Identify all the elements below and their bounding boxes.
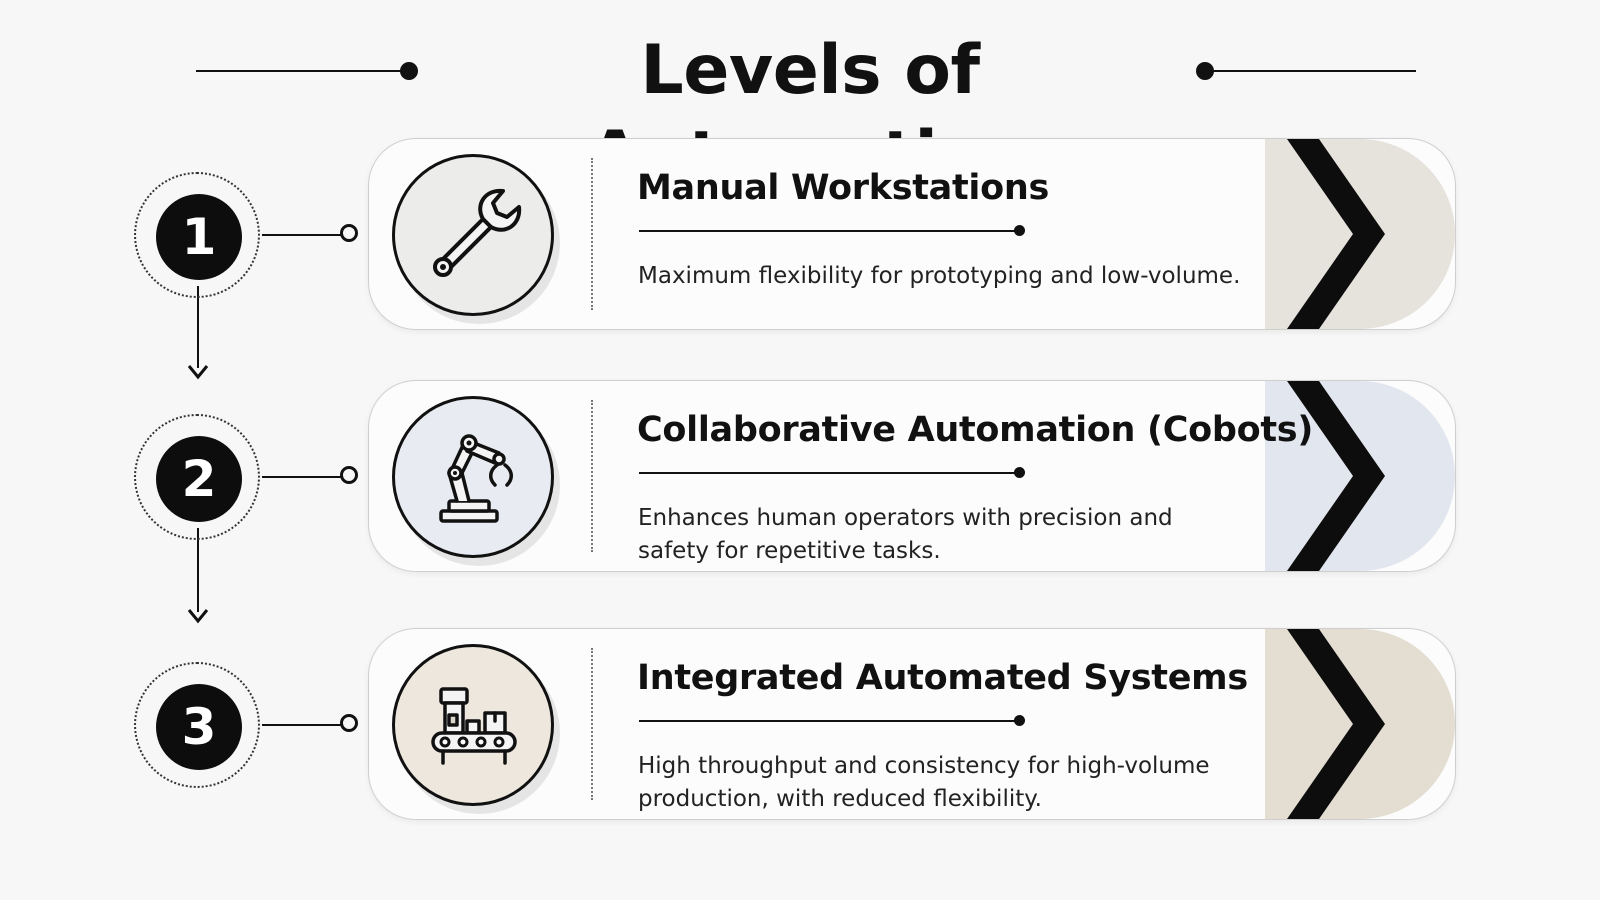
step-number: 3 [156, 684, 242, 770]
card-divider [591, 648, 593, 800]
connector-line [262, 234, 342, 236]
level-title: Collaborative Automation (Cobots) [637, 410, 1314, 450]
conveyor-factory-icon [392, 644, 554, 806]
chevron-right-icon [1287, 629, 1385, 819]
connector-node [340, 224, 358, 242]
robot-arm-icon [392, 396, 554, 558]
wrench-icon [392, 154, 554, 316]
connector-line [262, 724, 342, 726]
level-description: High throughput and consistency for high… [638, 753, 1210, 812]
chevron-right-icon [1287, 139, 1385, 329]
title-underline [639, 472, 1019, 474]
flow-arrow-2-to-3 [187, 528, 209, 624]
step-number-ring: 2 [134, 414, 260, 540]
title-rule-right [1204, 70, 1416, 72]
level-description: Enhances human operators with precision … [638, 505, 1173, 564]
chevron-right-icon [1287, 381, 1385, 571]
level-2: 2 Collaborative Automati [0, 378, 1600, 574]
level-title: Integrated Automated Systems [637, 658, 1248, 698]
level-1: 1 Manual Workstations Maximum flexibilit… [0, 136, 1600, 332]
step-number: 1 [156, 194, 242, 280]
title-rule-left [196, 70, 408, 72]
level-title: Manual Workstations [637, 168, 1050, 208]
page-title: Levels of Automation [589, 31, 1032, 196]
title-underline [639, 230, 1019, 232]
flow-arrow-1-to-2 [187, 286, 209, 380]
step-number-ring: 1 [134, 172, 260, 298]
card-divider [591, 400, 593, 552]
card-divider [591, 158, 593, 310]
step-number: 2 [156, 436, 242, 522]
connector-node [340, 714, 358, 732]
connector-line [262, 476, 342, 478]
connector-node [340, 466, 358, 484]
title-underline-dot [1014, 467, 1025, 478]
title-underline-dot [1014, 715, 1025, 726]
title-bar: Levels of Automation [0, 28, 1600, 196]
level-3: 3 Inte [0, 626, 1600, 822]
level-description: Maximum flexibility for prototyping and … [638, 263, 1241, 289]
level-card [368, 138, 1456, 330]
step-number-ring: 3 [134, 662, 260, 788]
title-dot-left [400, 62, 418, 80]
title-underline-dot [1014, 225, 1025, 236]
title-underline [639, 720, 1019, 722]
